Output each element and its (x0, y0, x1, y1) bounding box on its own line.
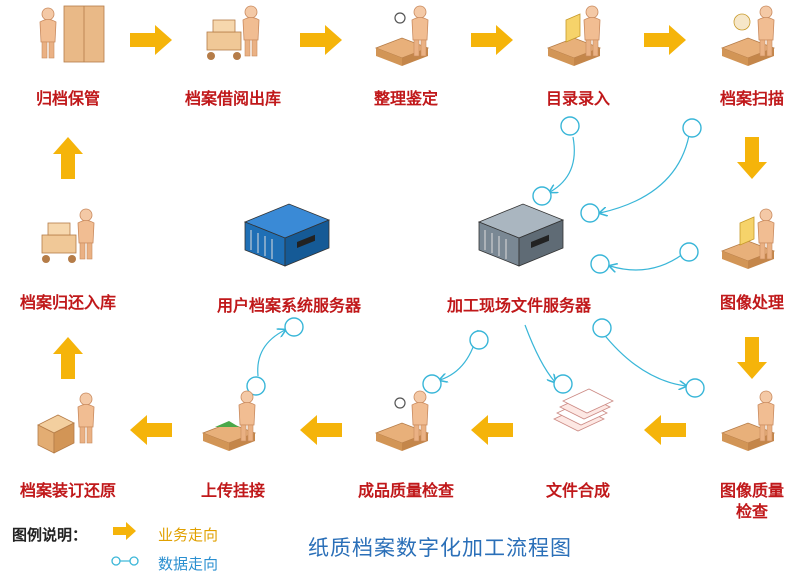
data-flow-circle (679, 242, 699, 262)
flow-arrow (644, 415, 686, 445)
cart-worker-icon (206, 5, 260, 60)
flow-arrow (644, 25, 686, 55)
diagram-title: 纸质档案数字化加工流程图 (308, 536, 572, 560)
business-flow-arrows (53, 25, 767, 445)
flow-arrow (471, 415, 513, 445)
sorting-worker-icon (374, 5, 430, 66)
legend-icons (111, 522, 139, 566)
legend-title: 图例说明： (12, 526, 88, 544)
node-label-archive-scan: 档案扫描 (719, 89, 785, 108)
legend-data-circle-icon (111, 556, 121, 566)
server-icons (243, 203, 565, 267)
flow-arrow (737, 137, 767, 179)
node-label-archive-storage: 归档保管 (35, 89, 101, 108)
flow-arrow (471, 25, 513, 55)
data-flow-arrows (246, 116, 705, 398)
inspector-worker-icon (374, 390, 430, 451)
computer-worker-icon (546, 5, 602, 66)
node-label-product-quality-check: 成品质量检查 (357, 481, 455, 500)
flow-arrow (53, 337, 83, 379)
data-flow-circle (560, 116, 580, 136)
user-server-icon (243, 203, 331, 267)
legend-data-circle-icon (129, 556, 139, 566)
node-label-sort-appraise: 整理鉴定 (373, 89, 439, 108)
node-label-upload-link: 上传挂接 (200, 481, 266, 500)
return-cart-icon (41, 208, 95, 263)
node-icons (37, 5, 776, 454)
data-flow-circle (469, 330, 489, 350)
scanner-worker-icon (720, 5, 776, 66)
node-label-image-processing: 图像处理 (719, 293, 785, 312)
node-label-line: 图像质量 (719, 481, 785, 500)
flow-arrow (737, 337, 767, 379)
file-server-icon (477, 203, 565, 267)
node-label-file-compose: 文件合成 (545, 481, 611, 500)
node-label-catalog-entry: 目录录入 (545, 89, 611, 108)
data-flow-circle (532, 186, 552, 206)
flow-arrow (130, 25, 172, 55)
data-flow-circle (284, 317, 304, 337)
data-flow-circle (590, 254, 610, 274)
server-label-user-archive: 用户档案系统服务器 (216, 296, 362, 315)
node-label-bind-restore: 档案装订还原 (19, 481, 117, 500)
data-flow-curve (600, 129, 691, 213)
data-flow-circle (553, 374, 573, 394)
legend-business-label: 业务走向 (158, 526, 219, 544)
legend-data-label: 数据走向 (158, 555, 219, 573)
image-worker-icon (720, 208, 776, 269)
data-flow-circle (592, 318, 612, 338)
storage-worker-icon (39, 5, 105, 63)
node-label-line: 检查 (735, 502, 769, 521)
server-label-site-file: 加工现场文件服务器 (446, 296, 592, 315)
data-flow-curve (257, 330, 285, 377)
data-flow-circle (685, 378, 705, 398)
data-flow-circle (580, 203, 600, 223)
binding-worker-icon (37, 392, 95, 454)
node-label-image-quality-check: 图像质量检查 (720, 480, 784, 522)
node-label-return-storage: 档案归还入库 (19, 293, 117, 312)
flow-arrow (300, 25, 342, 55)
upload-worker-icon (201, 390, 257, 451)
document-stack-icon (553, 388, 614, 432)
data-flow-curve (524, 324, 555, 382)
node-label-borrow-out: 档案借阅出库 (184, 89, 282, 108)
data-flow-circle (422, 374, 442, 394)
flow-arrow (130, 415, 172, 445)
data-flow-curve (550, 136, 575, 192)
flow-arrow (300, 415, 342, 445)
data-flow-curve (601, 331, 686, 386)
data-flow-curve (610, 253, 684, 270)
legend-business-arrow-icon (113, 522, 136, 540)
flow-arrow (53, 137, 83, 179)
data-flow-circle (246, 376, 266, 396)
quality-worker-icon (720, 390, 776, 451)
data-flow-circle (682, 118, 702, 138)
